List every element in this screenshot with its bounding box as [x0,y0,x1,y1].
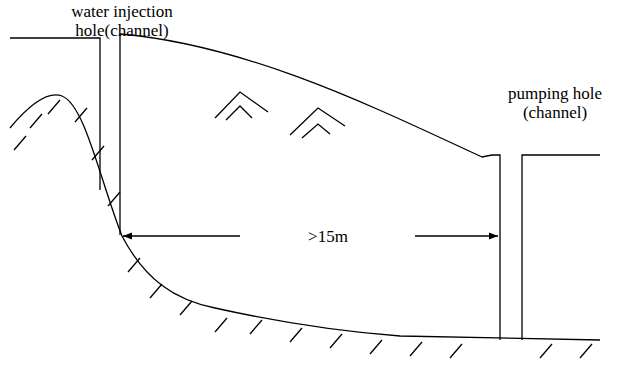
fill-hatch [302,124,330,138]
hatch-stroke [540,344,552,358]
hatch-stroke [580,344,592,358]
hatch-stroke [450,344,462,358]
fill-hatch [226,106,252,120]
hatch-stroke [410,342,422,356]
hatch-stroke [30,114,42,128]
hatch-stroke [128,258,140,272]
fill-surface [120,34,500,340]
bedrock-hatch [14,100,592,358]
pumping-hole-wall [522,155,600,340]
dimension-arrow [123,235,240,236]
hatch-stroke [108,192,120,206]
injection-hole-wall [119,34,120,235]
hatch-stroke [215,318,227,332]
bedrock-line [10,95,600,340]
dimension-label: >15m [304,227,352,246]
hole-label: pumping hole (channel) [495,84,615,122]
hatch-stroke [290,328,302,342]
hatch-stroke [150,284,162,298]
fill-hatch [215,92,268,118]
hatch-stroke [330,334,342,348]
hatch-stroke [180,301,192,315]
hatch-stroke [75,108,87,122]
dimension-arrow [415,235,498,236]
hatch-stroke [370,340,382,354]
hatch-stroke [14,136,26,150]
fill-hatch [290,108,345,135]
hatch-stroke [92,146,104,160]
hatch-stroke [48,100,60,114]
hole-label: water injection hole(channel) [47,2,197,40]
hatch-stroke [250,320,262,334]
